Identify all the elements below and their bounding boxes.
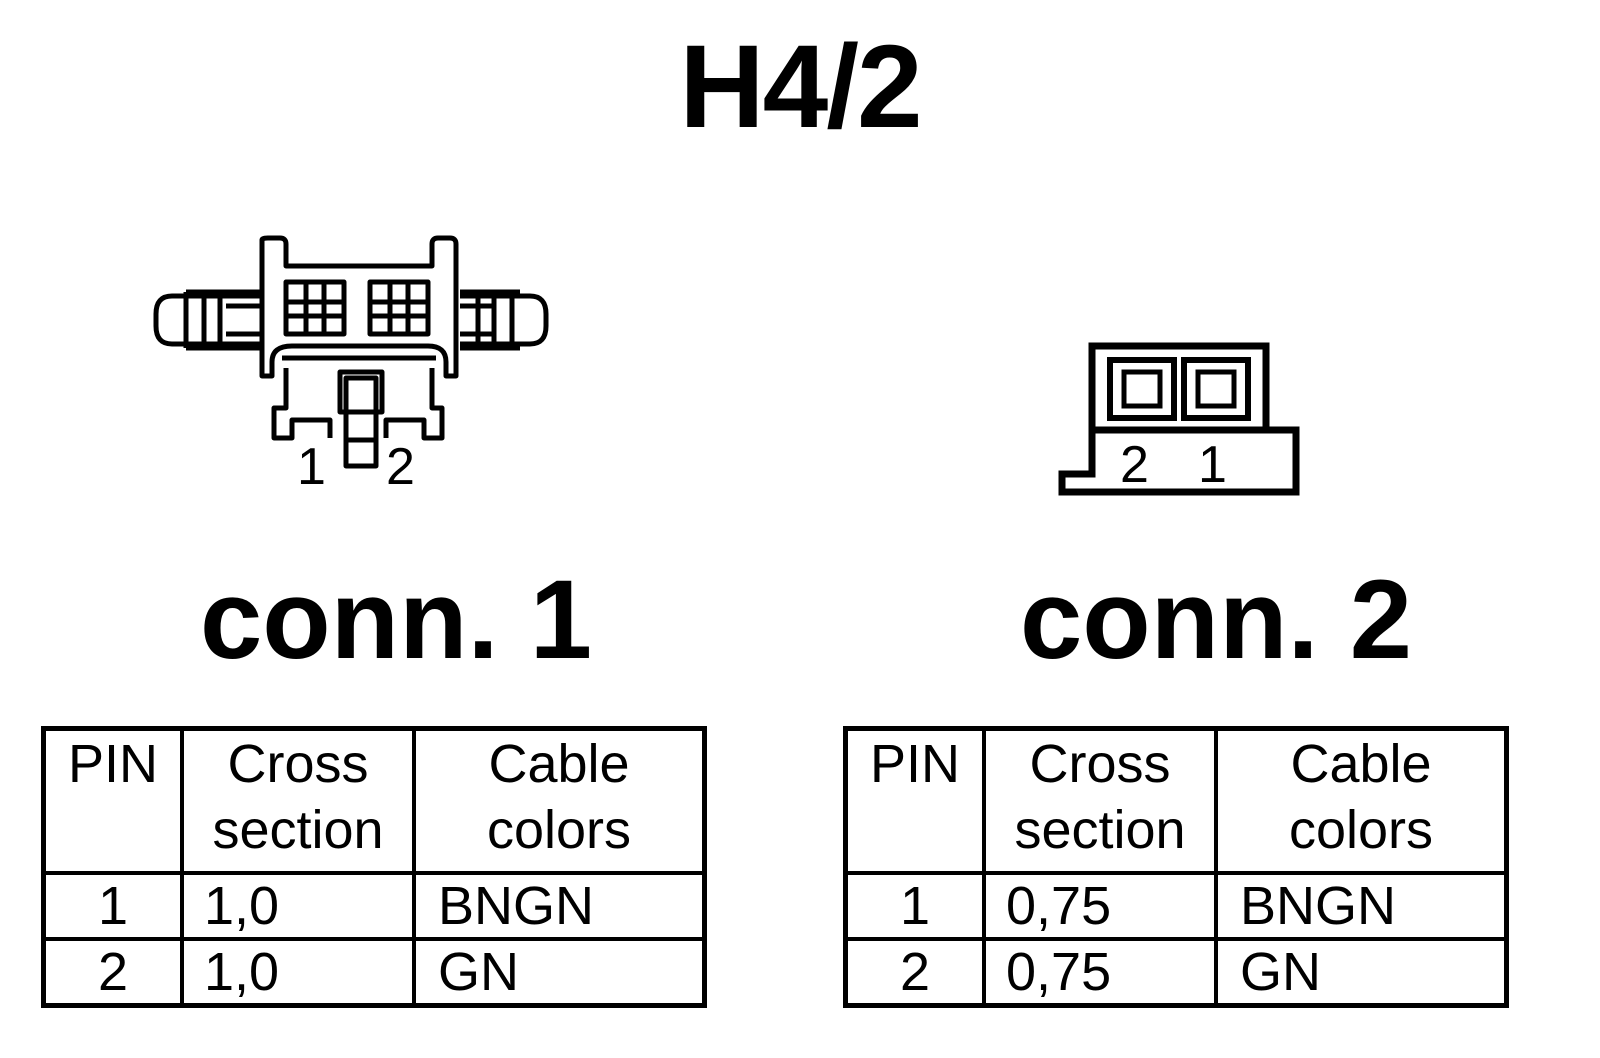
table-header-row: PIN Cross section Cable colors [41,726,707,875]
pin-cell: 1 [843,870,986,941]
diagram-title: H4/2 [679,21,922,153]
cable-color-cell: GN [1214,936,1509,1007]
connector-1-label: conn. 1 [199,557,593,682]
cable-colors-column-header: Cable colors [1214,726,1509,875]
cable-color-cell: GN [412,936,707,1007]
header-line: Cross [227,734,369,794]
cross-section-column-header: Cross section [180,726,416,875]
header-line: section [212,800,384,860]
pin-column-header: PIN [41,726,184,875]
connector-2-pin-2: 2 [1120,436,1149,494]
table-row: 1 0,75 BNGN [843,870,1509,941]
table-header-row: PIN Cross section Cable colors [843,726,1509,875]
connector-1-pin-2: 2 [386,438,415,496]
table-row: 2 0,75 GN [843,936,1509,1007]
header-line: section [1014,800,1186,860]
connector-2-pin-table: PIN Cross section Cable colors 1 0,75 BN… [843,726,1509,1008]
header-line: colors [486,800,632,860]
cable-color-cell: BNGN [1214,870,1509,941]
connector-2-drawing [1058,342,1300,496]
pin-column-header: PIN [843,726,986,875]
cross-section-cell: 0,75 [982,936,1218,1007]
header-line: Cable [1290,734,1432,794]
connector-2-label: conn. 2 [1019,557,1413,682]
header-line: Cross [1029,734,1171,794]
connector-2-pin-1: 1 [1198,436,1227,494]
pin-cell: 2 [843,936,986,1007]
connector-1-drawing [153,235,549,469]
connector-1-pin-1: 1 [297,438,326,496]
cross-section-column-header: Cross section [982,726,1218,875]
cross-section-cell: 1,0 [180,870,416,941]
cable-colors-column-header: Cable colors [412,726,707,875]
header-line: colors [1288,800,1434,860]
pin-cell: 1 [41,870,184,941]
cable-color-cell: BNGN [412,870,707,941]
table-row: 2 1,0 GN [41,936,707,1007]
header-line: Cable [488,734,630,794]
pin-cell: 2 [41,936,184,1007]
connector-1-pin-table: PIN Cross section Cable colors 1 1,0 BNG… [41,726,707,1008]
table-row: 1 1,0 BNGN [41,870,707,941]
cross-section-cell: 0,75 [982,870,1218,941]
cross-section-cell: 1,0 [180,936,416,1007]
